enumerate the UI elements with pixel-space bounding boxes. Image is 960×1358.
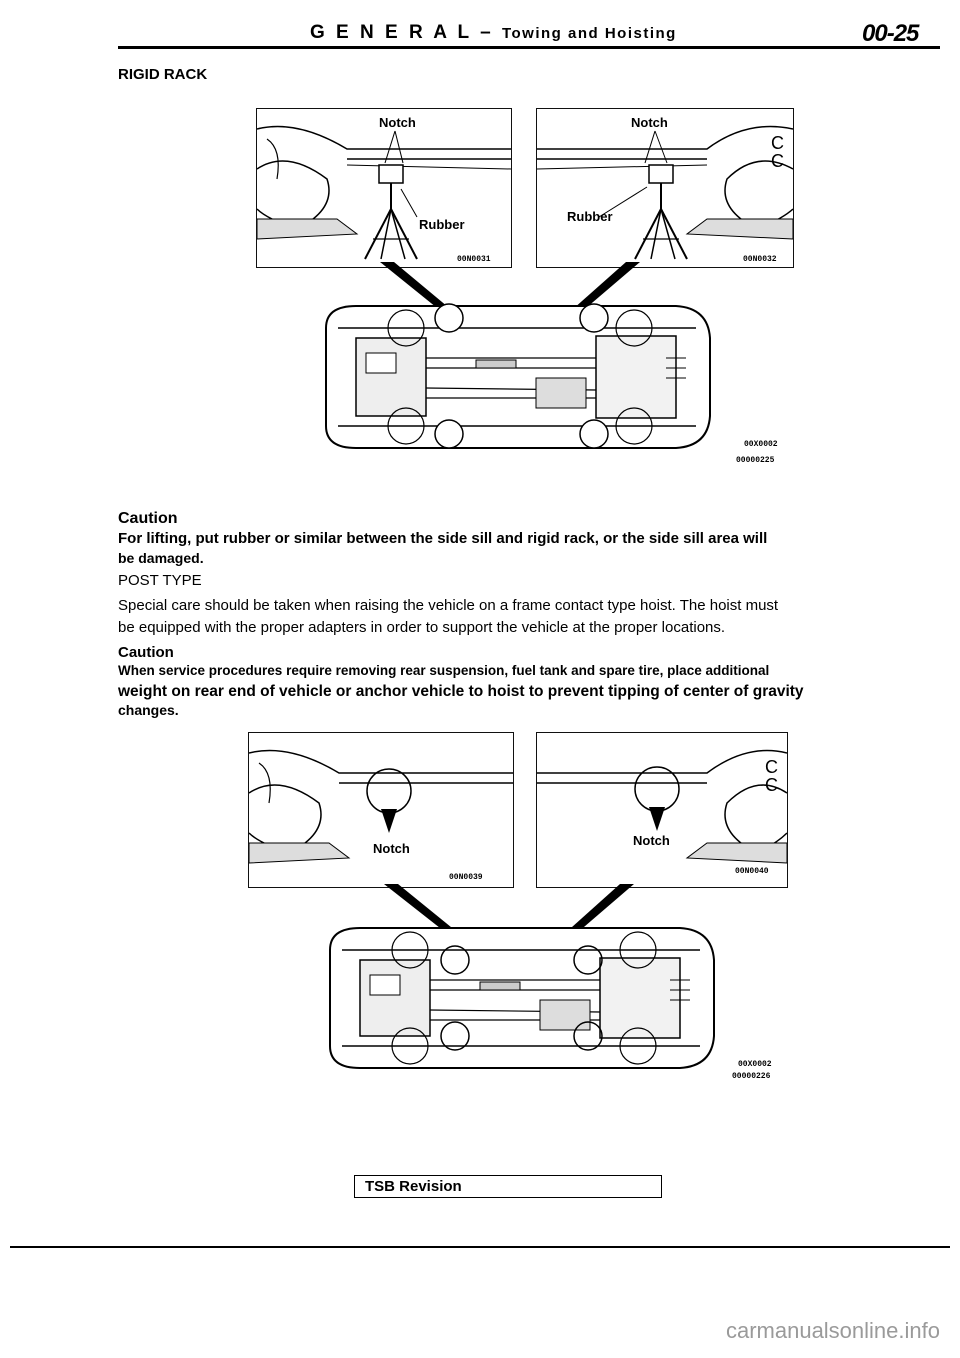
rubber-label: Rubber [419,217,465,232]
figure-code: 00N0040 [735,867,769,876]
subsection-name: Towing and Hoisting [501,25,677,42]
figure-code: 00N0031 [457,255,491,264]
section-title: G E N E R A L – Towing and Hoisting [310,22,677,44]
underbody-diagram-rigid-rack [316,298,716,454]
rigid-rack-figure-right: C C Notch Rubber 00N0032 [536,108,794,268]
figure-code: 00000226 [732,1072,771,1081]
section-name: G E N E R A L [310,22,472,43]
post-type-text-line: be equipped with the proper adapters in … [118,619,726,636]
pointer-arrows [384,884,634,939]
svg-text:C: C [765,775,778,795]
vehicle-underbody-illustration [325,303,711,449]
watermark: carmanualsonline.info [725,1318,940,1343]
underbody-diagram-post-type [320,920,720,1074]
caution-text-line: be damaged. [118,550,204,566]
svg-text:C: C [771,151,784,171]
figure-code: 00X0002 [738,1060,772,1069]
svg-text:C: C [765,757,778,777]
caution-text-line: weight on rear end of vehicle or anchor … [118,683,804,700]
svg-text:C: C [771,133,784,153]
notch-label: Notch [633,833,670,848]
notch-label: Notch [373,841,410,856]
jack-stand-illustration [256,125,512,260]
figure-code: 00000225 [736,456,775,465]
figure-code: 00N0039 [449,873,483,882]
tsb-revision-box: TSB Revision [354,1175,662,1198]
caution-text-line: When service procedures require removing… [118,663,770,678]
jack-stand-illustration: C C [536,125,794,260]
caution-text-line: For lifting, put rubber or similar betwe… [118,530,768,547]
figure-code: 00X0002 [744,440,778,449]
rigid-rack-figure-left: Notch Rubber 00N0031 [256,108,512,268]
caution-title: Caution [118,510,178,527]
footer-rule [10,1246,950,1248]
post-figure-left: Notch 00N0039 [248,732,514,888]
post-type-heading: POST TYPE [118,572,202,589]
caution-text-line: changes. [118,702,179,718]
notch-illustration [248,749,513,864]
post-figure-right: C C Notch 00N0040 [536,732,788,888]
figure-code: 00N0032 [743,255,777,264]
rigid-rack-heading: RIGID RACK [118,66,208,83]
title-dash: – [480,22,494,43]
notch-label: Notch [379,115,416,130]
rubber-label: Rubber [567,209,613,224]
notch-label: Notch [631,115,668,130]
vehicle-underbody-illustration [329,927,715,1069]
notch-illustration: C C [537,749,788,864]
caution-title: Caution [118,644,174,661]
post-type-text-line: Special care should be taken when raisin… [118,597,779,614]
page-number: 00-25 [862,20,919,47]
header-rule [118,46,940,49]
